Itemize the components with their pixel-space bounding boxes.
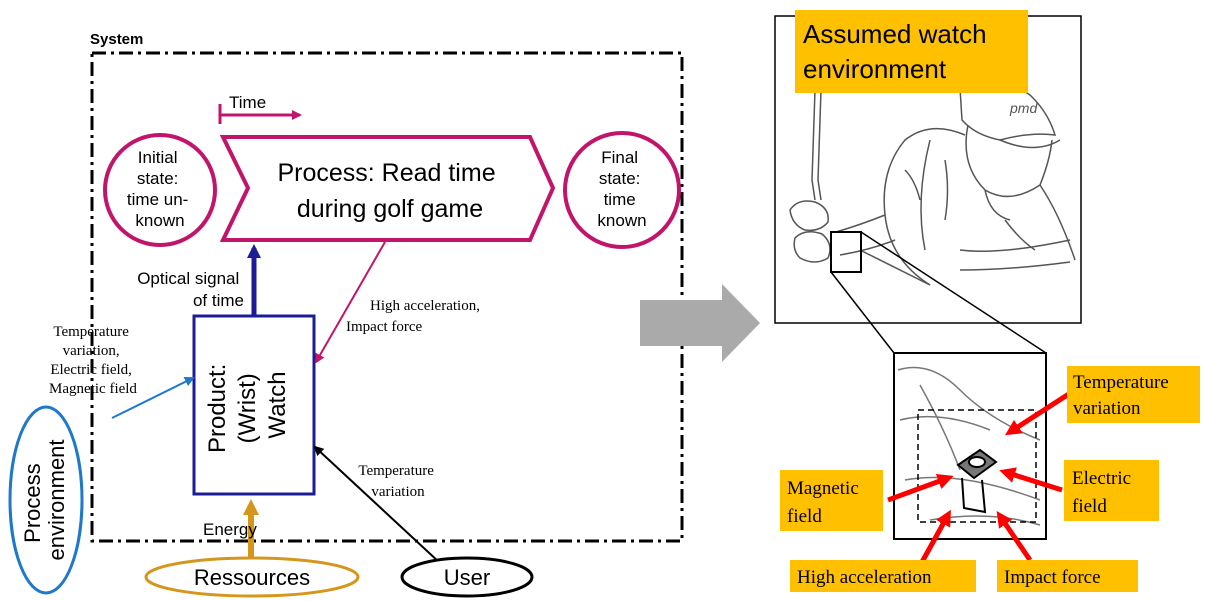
magnetic-field-red-arrow (887, 473, 954, 503)
product-text: Product: (Wrist) Watch (204, 357, 291, 453)
electric-field-label-bg (1064, 460, 1159, 521)
high-accel-label: High acceleration, Impact force (346, 298, 484, 335)
assumed-env-label: Assumed watch environment (803, 19, 994, 84)
process-env-ellipse (8, 405, 84, 595)
final-state-circle (563, 131, 681, 249)
zoom-source-box (830, 231, 862, 273)
temp-variation-label-bg (1067, 366, 1200, 423)
zoom-dashed-region (917, 409, 1037, 523)
impact-force-label-bg (997, 560, 1138, 592)
process-env-text: Process environment (20, 439, 69, 560)
temp-variation-red-arrow (1004, 387, 1077, 436)
system-label: System (90, 31, 143, 48)
transition-arrow (640, 284, 760, 362)
high-accel-red-arrow (919, 509, 951, 564)
energy-label: Energy (203, 520, 257, 539)
env-fields-label: Temperature variation, Electric field, M… (49, 324, 137, 397)
user-temp-label: Temperature variation (358, 463, 437, 500)
magnetic-field-label: Magnetic field (787, 478, 864, 527)
electric-field-red-arrow (999, 467, 1063, 493)
high-accel-label-bg (790, 560, 976, 592)
zoom-line-bottom (830, 271, 895, 354)
process-text: Process: Read time during golf game (277, 159, 502, 223)
cap-logo: pmd (1009, 100, 1038, 116)
resources-label: Ressources (194, 565, 310, 590)
assumed-env-label-bg (795, 10, 1028, 93)
high-accel-right-label: High acceleration (797, 567, 932, 588)
time-arrow (218, 104, 302, 124)
system-boundary (90, 51, 684, 543)
high-accel-arrow (315, 241, 386, 364)
env-fields-arrow (111, 377, 195, 419)
magnetic-field-label-bg (780, 470, 883, 531)
electric-field-label: Electric field (1072, 468, 1136, 517)
impact-force-red-arrow (996, 511, 1033, 562)
zoom-line-top (860, 231, 1047, 354)
user-temp-arrow (313, 445, 441, 564)
zoom-box (893, 352, 1047, 540)
time-label: Time (229, 93, 266, 112)
resources-ellipse (144, 556, 360, 598)
user-label: User (444, 565, 490, 590)
user-ellipse (400, 556, 534, 598)
temp-variation-label: Temperature variation (1073, 372, 1173, 419)
watch-sketch (956, 448, 998, 514)
product-box (192, 314, 316, 496)
optical-signal-label: Optical signal of time (137, 269, 244, 310)
final-state-text: Final state: time known (597, 148, 646, 230)
impact-force-label: Impact force (1004, 567, 1101, 588)
initial-state-circle (103, 133, 217, 247)
process-chevron (219, 135, 556, 242)
initial-state-text: Initial state: time un- known (127, 148, 193, 230)
